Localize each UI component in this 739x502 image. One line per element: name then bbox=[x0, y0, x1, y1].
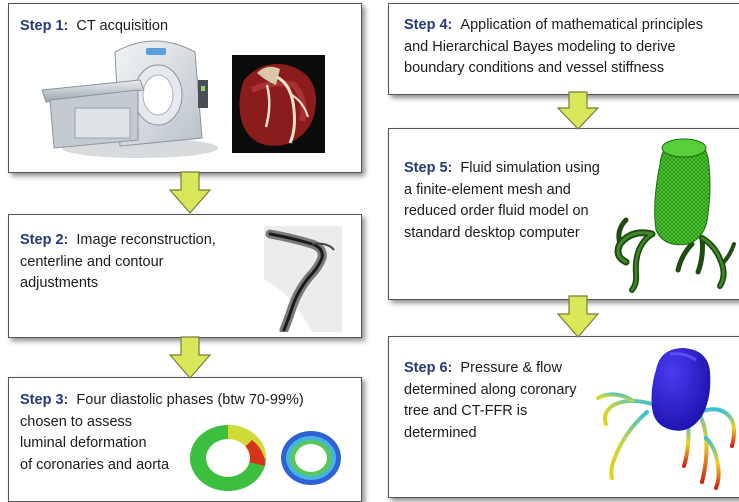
step-3-label: Step 3: bbox=[20, 392, 69, 408]
step-2-line-3: adjustments bbox=[20, 275, 99, 291]
step-4-line-2: and Hierarchical Bayes modeling to deriv… bbox=[404, 38, 676, 55]
step-2-text: Step 2: Image reconstruction, centerline… bbox=[20, 230, 216, 295]
ct-scanner-icon bbox=[41, 40, 218, 158]
step-5-line-3: reduced order fluid model on bbox=[404, 203, 589, 219]
step-4-box bbox=[388, 3, 739, 95]
step-6-text: Step 6: Pressure & flow determined along… bbox=[404, 358, 577, 444]
step-4-line-3: boundary conditions and vessel stiffness bbox=[404, 60, 665, 76]
step-5-text: Step 5: Fluid simulation using a finite-… bbox=[404, 158, 600, 244]
pressure-artery-icon bbox=[596, 348, 736, 490]
mesh-artery-icon bbox=[614, 138, 736, 293]
step-6-line-3: tree and CT-FFR is bbox=[404, 403, 528, 419]
step-5-line-2: a finite-element mesh and bbox=[404, 181, 571, 198]
step-3-line-1: Four diastolic phases (btw 70-99%) bbox=[76, 392, 304, 408]
step-6-line-2: determined along coronary bbox=[404, 381, 577, 398]
step-3-line-3: luminal deformation bbox=[20, 435, 147, 451]
lumen-ring-icon bbox=[190, 425, 341, 491]
step-3-line-4: of coronaries and aorta bbox=[20, 456, 170, 473]
step-4-line-1: Application of mathematical principles bbox=[460, 17, 703, 33]
step-1-line-1: CT acquisition bbox=[76, 18, 169, 34]
arrow-step1-to-step2 bbox=[168, 171, 212, 214]
step-6-label: Step 6: bbox=[404, 360, 453, 376]
step-2-label: Step 2: bbox=[20, 232, 69, 248]
step-2-line-1: Image reconstruction, bbox=[76, 232, 216, 248]
step-1-text: Step 1: CT acquisition bbox=[20, 16, 168, 38]
step-1-label: Step 1: bbox=[20, 18, 69, 34]
centerline-icon bbox=[264, 226, 342, 332]
step-4-label: Step 4: bbox=[404, 17, 453, 33]
arrow-step2-to-step3 bbox=[168, 336, 212, 379]
arrow-step5-to-step6 bbox=[556, 295, 600, 338]
arrow-step4-to-step5 bbox=[556, 91, 600, 130]
step-6-line-4: determined bbox=[404, 424, 477, 441]
step-3-text: Step 3: Four diastolic phases (btw 70-99… bbox=[20, 390, 304, 476]
step-3-line-2: chosen to assess bbox=[20, 413, 133, 430]
step-5-label: Step 5: bbox=[404, 160, 453, 176]
step-5-line-4: standard desktop computer bbox=[404, 224, 580, 241]
heart-render-icon bbox=[232, 55, 325, 153]
step-4-text: Step 4: Application of mathematical prin… bbox=[404, 15, 703, 80]
step-2-line-2: centerline and contour bbox=[20, 253, 164, 270]
step-5-line-1: Fluid simulation using bbox=[460, 160, 600, 176]
step-6-line-1: Pressure & flow bbox=[460, 360, 562, 376]
